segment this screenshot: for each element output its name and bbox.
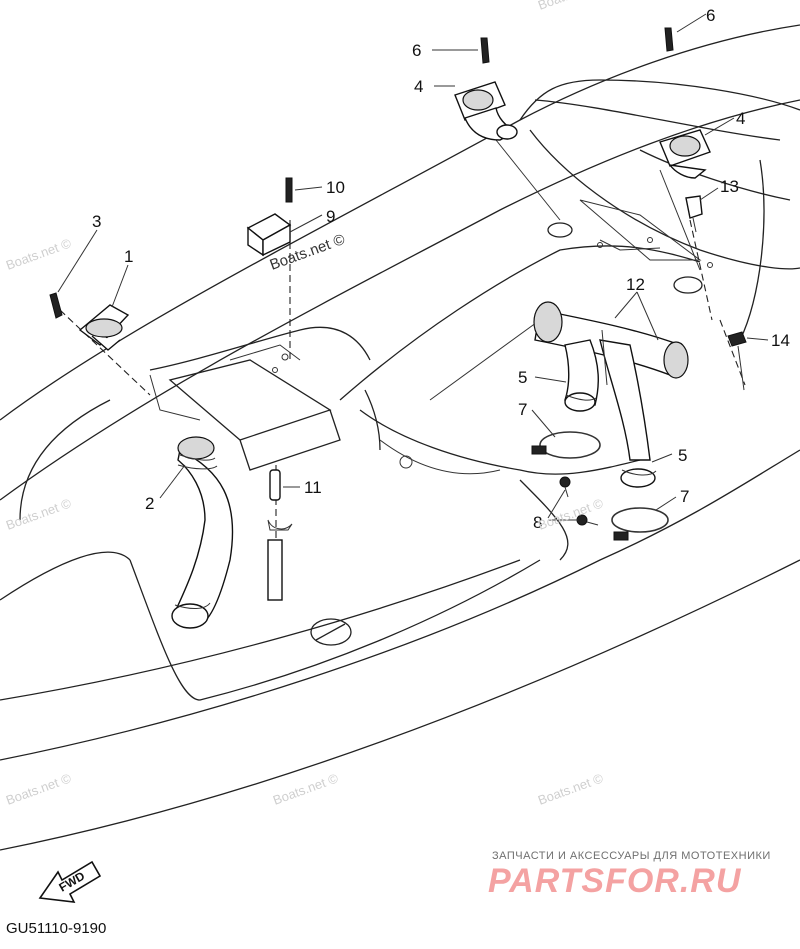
callout-12: 12 — [626, 275, 645, 294]
callout-7-upper: 7 — [518, 400, 527, 419]
part-10-rivet — [285, 177, 293, 203]
callout-7-lower: 7 — [680, 487, 689, 506]
part-4-vent-left — [454, 81, 518, 141]
hull-outline — [0, 24, 800, 851]
part-7-clamp-lower — [611, 507, 669, 541]
part-14-clip — [727, 331, 747, 391]
watermark-mr: Boats.net © — [536, 495, 606, 533]
watermark-ml: Boats.net © — [4, 495, 74, 533]
callout-1: 1 — [124, 247, 133, 266]
hull-openings — [272, 222, 713, 646]
callout-5-lower: 5 — [678, 446, 687, 465]
callout-8: 8 — [533, 513, 542, 532]
callout-6-right: 6 — [706, 6, 715, 25]
part-11-stud — [267, 469, 293, 601]
callout-13: 13 — [720, 177, 739, 196]
watermark-bl: Boats.net © — [4, 770, 74, 808]
watermark-tr: Boats.net © — [536, 0, 606, 13]
part-8-screw-upper — [559, 476, 571, 498]
callout-4-right: 4 — [736, 109, 745, 128]
callout-14: 14 — [771, 331, 790, 350]
part-9-block — [246, 213, 292, 257]
part-3-rivet — [49, 292, 63, 319]
part-12-t-pipe — [533, 301, 689, 461]
callout-6-left: 6 — [412, 41, 421, 60]
watermarks: Boats.net © Boats.net © Boats.net © Boat… — [4, 0, 606, 808]
watermark-tl: Boats.net © — [4, 235, 74, 273]
assembly-lines — [59, 139, 746, 600]
brand-caption: ЗАПЧАСТИ И АКСЕССУАРЫ ДЛЯ МОТОТЕХНИКИ — [492, 850, 771, 862]
part-4-vent-right — [659, 129, 711, 179]
callout-11: 11 — [304, 478, 322, 497]
callout-leaders — [57, 13, 769, 521]
part-6-rivet-left — [480, 37, 490, 64]
part-5-elbow-right — [620, 468, 657, 488]
callout-10: 10 — [326, 178, 345, 197]
part-1-vent-cover — [78, 304, 130, 351]
part-13-fitting — [685, 195, 703, 233]
part-8-screw-lower — [576, 514, 599, 526]
part-2-duct-hose — [171, 436, 234, 629]
brand-logo: PARTSFOR.RU — [488, 862, 742, 900]
drawing-code: GU51110-9190 — [6, 920, 107, 937]
callout-2: 2 — [145, 494, 154, 513]
part-7-clamp-upper — [531, 431, 601, 459]
watermark-br: Boats.net © — [536, 770, 606, 808]
callout-4-left: 4 — [414, 77, 423, 96]
callout-9: 9 — [326, 207, 335, 226]
callout-5-upper: 5 — [518, 368, 527, 387]
fwd-arrow-icon: FWD — [38, 860, 102, 903]
callout-numbers: 3 1 2 4 4 6 6 10 9 11 12 13 14 5 5 7 7 8 — [92, 6, 790, 532]
callout-3: 3 — [92, 212, 101, 231]
part-5-elbow-left — [564, 339, 599, 412]
part-6-rivet-right — [664, 27, 674, 52]
